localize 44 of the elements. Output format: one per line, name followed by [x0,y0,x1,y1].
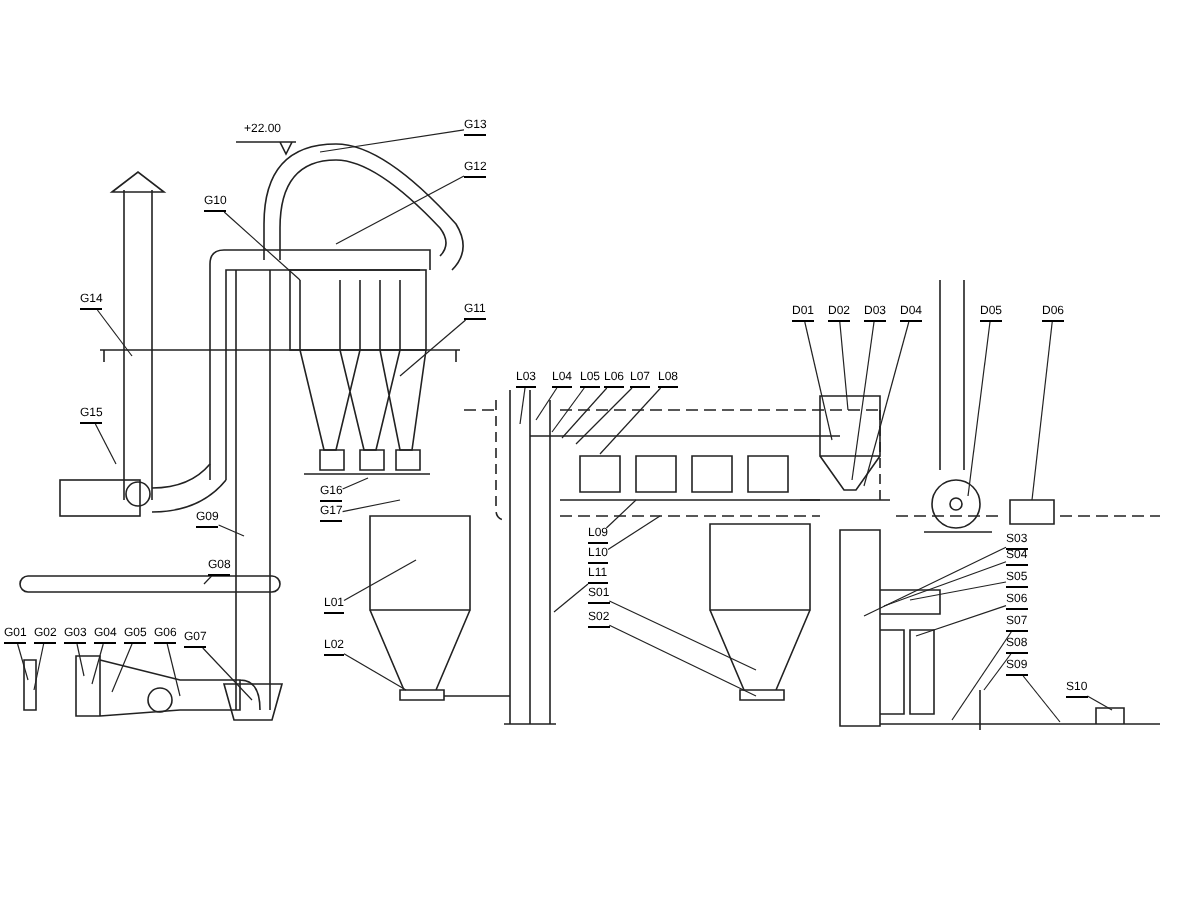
leader-line [607,515,661,551]
leader-line [605,499,637,529]
leader-line [76,643,85,677]
leader-line [203,575,213,585]
leader-line [863,546,1007,617]
leader-line [1031,321,1053,501]
leader-line [951,631,1012,721]
leader-line [17,643,29,681]
leader-line [519,387,526,425]
leader-line [599,387,662,455]
leader-line [218,524,245,537]
leader-line [202,647,253,701]
leader-line [223,211,301,281]
leader-line [399,319,467,377]
leader-line [909,581,1007,601]
leader-line [1022,675,1061,723]
leader-line [551,387,585,433]
leader-line [967,321,991,497]
leader-line [96,309,133,357]
leader-line [535,387,558,421]
leader-line [342,499,401,513]
leader-line [91,643,104,685]
leader-line [342,477,369,490]
leader-line [851,321,875,481]
leader-line [575,387,633,445]
leader-line [553,583,589,613]
leader-line [915,605,1007,637]
leader-line [608,600,757,671]
leader-line [33,643,45,691]
leader-line [343,653,407,691]
leader-line [94,423,117,465]
leader-line [863,321,910,487]
leader-line [319,129,465,153]
leader-line [561,387,608,439]
leader-line [883,561,1007,607]
leader-line [839,321,849,411]
leader-line [343,559,417,601]
leader-line [166,643,181,697]
leader-line [608,624,757,697]
leader-line [335,175,465,245]
leader-line [111,643,133,693]
leader-line [983,653,1012,691]
leader-line [804,321,833,441]
leader-line [1086,695,1113,711]
